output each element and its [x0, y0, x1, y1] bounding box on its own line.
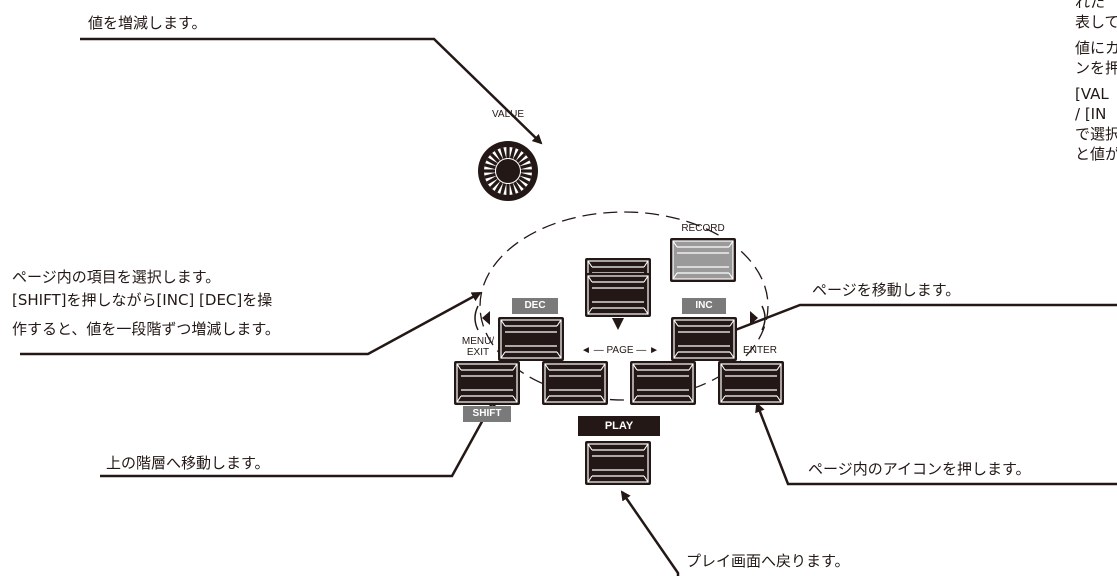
page-label: ◄ — PAGE — ►	[581, 345, 659, 356]
value-leader	[80, 37, 543, 145]
menu-exit-label-line2: EXIT	[466, 347, 490, 358]
value-knob	[478, 141, 538, 201]
button-face	[718, 361, 784, 405]
right-col-line6: / [IN	[1075, 105, 1107, 123]
right-col-line5: [VAL	[1075, 85, 1109, 103]
enter-callout: ページ内のアイコンを押します。	[808, 460, 1031, 478]
right-col-line4: ンを押	[1075, 59, 1117, 77]
right-triangle	[750, 311, 758, 325]
dec-label: DEC	[512, 298, 558, 314]
button-face	[454, 361, 520, 405]
button-face	[542, 361, 608, 405]
menu-exit-button[interactable]	[453, 360, 521, 406]
play-leader	[620, 490, 680, 576]
down-triangle	[612, 318, 624, 330]
shift-label: SHIFT	[463, 406, 511, 422]
right-col-line3: 値にカ	[1075, 39, 1117, 57]
left-triangle	[482, 311, 490, 325]
play-label: PLAY	[578, 416, 660, 436]
right-column-text: れた 表して 値にカ ンを押 [VAL / [IN で選択 と値が	[1075, 0, 1117, 164]
enter-label: ENTER	[743, 345, 777, 356]
inc-button[interactable]	[670, 316, 738, 362]
down-button[interactable]	[584, 272, 652, 318]
page-callout: ページを移動します。	[812, 281, 961, 299]
play-button[interactable]	[584, 440, 652, 486]
record-button[interactable]	[669, 237, 737, 283]
right-col-line7: で選択	[1075, 125, 1117, 143]
button-face	[670, 238, 736, 282]
enter-button[interactable]	[717, 360, 785, 406]
menu-exit-callout: 上の階層へ移動します。	[106, 454, 270, 472]
arrows-callout-line2: [SHIFT]を押しながら[INC] [DEC]を操	[12, 291, 273, 309]
value-label: VALUE	[491, 109, 525, 120]
arrows-callout-line3: 作すると、値を一段階ずつ増減します。	[12, 320, 280, 338]
page-left-button[interactable]	[541, 360, 609, 406]
play-callout: プレイ画面へ戻ります。	[686, 552, 850, 570]
record-label: RECORD	[681, 223, 725, 234]
button-face	[498, 317, 564, 361]
menu-exit-label-line1: MENU/	[461, 336, 495, 347]
button-face	[671, 317, 737, 361]
right-col-line1: れた	[1075, 0, 1106, 11]
right-col-line8: と値が	[1075, 145, 1117, 163]
page-right-button[interactable]	[629, 360, 697, 406]
page-leader	[684, 303, 1117, 351]
arrows-callout-line1: ページ内の項目を選択します。	[12, 268, 221, 286]
right-col-line2: 表して	[1075, 13, 1117, 31]
value-callout: 値を増減します。	[88, 14, 207, 32]
button-face	[585, 441, 651, 485]
inc-label: INC	[682, 298, 726, 314]
button-face	[630, 361, 696, 405]
button-face	[585, 273, 651, 317]
dec-button[interactable]	[497, 316, 565, 362]
